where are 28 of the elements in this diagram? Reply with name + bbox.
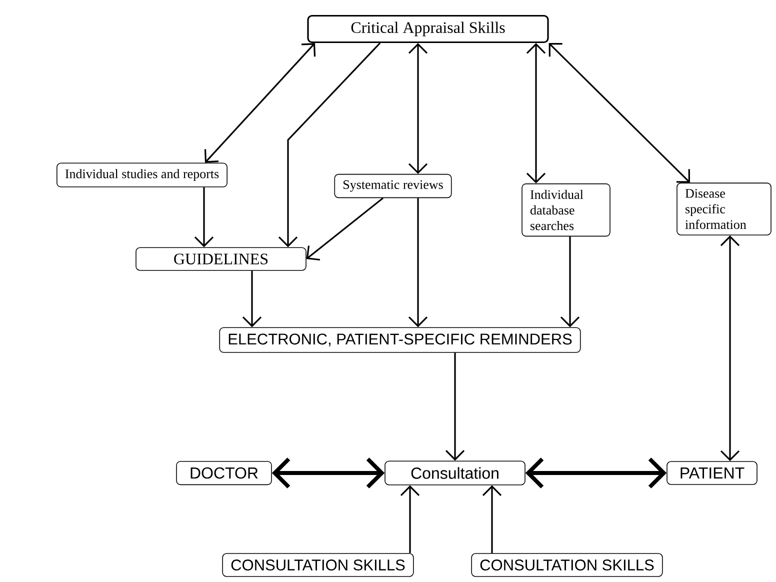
process-box: PATIENT (666, 461, 758, 485)
arrow (548, 42, 690, 183)
arrow (278, 42, 381, 248)
arrow (445, 352, 465, 461)
arrow (720, 235, 740, 462)
arrow (272, 458, 385, 488)
process-box: Individual database searches (522, 183, 610, 237)
arrow (242, 270, 262, 328)
process-box: Consultation (384, 460, 526, 486)
process-box: CONSULTATION SKILLS (471, 553, 663, 577)
arrow (482, 485, 502, 554)
arrow (560, 236, 580, 328)
process-box: Individual studies and reports (56, 162, 228, 188)
arrow (525, 458, 667, 488)
process-box: DOCTOR (176, 460, 272, 486)
arrow (408, 43, 428, 174)
process-box: GUIDELINES (136, 247, 306, 271)
arrow (526, 43, 546, 184)
process-box: Systematic reviews (334, 174, 452, 198)
process-box: CONSULTATION SKILLS (222, 553, 414, 577)
process-box: Disease specific information (676, 182, 772, 236)
arrow (408, 198, 428, 328)
arrow (194, 187, 214, 248)
arrow (306, 197, 384, 261)
arrow (400, 485, 420, 554)
process-box: ELECTRONIC, PATIENT-SPECIFIC REMINDERS (219, 327, 581, 353)
process-box: Critical Appraisal Skills (307, 14, 549, 44)
arrow (204, 43, 316, 163)
